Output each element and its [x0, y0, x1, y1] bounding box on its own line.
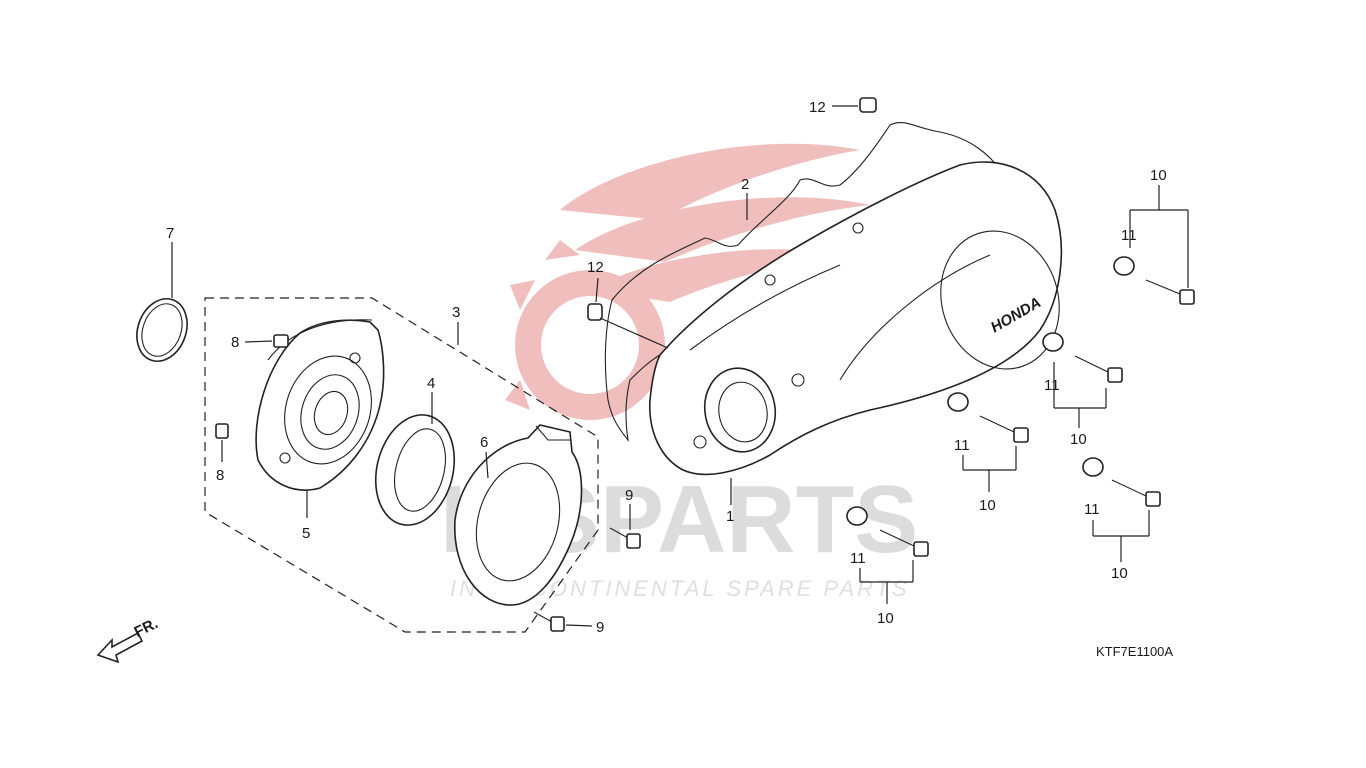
callout-labels: 7 8 8 5 4 3 6 9 9 12 2 12 1 10 11 11 10 …: [166, 99, 1167, 636]
callout-3: 3: [452, 304, 460, 321]
diagram-code: KTF7E1100A: [1096, 644, 1173, 659]
callout-11-d: 11: [1084, 501, 1100, 518]
leader-lines: [171, 105, 1189, 627]
bolt-group-b: [1042, 332, 1123, 383]
callout-11-b: 11: [1044, 377, 1060, 394]
callout-10-a: 10: [1150, 167, 1167, 184]
callout-4: 4: [427, 375, 435, 392]
part-4-seal: [374, 414, 456, 526]
part-12-dowel-top: [859, 97, 877, 113]
part-12-dowel-mid: [587, 303, 603, 321]
callout-9-lower: 9: [596, 619, 604, 636]
callout-11-a: 11: [1121, 227, 1137, 244]
part-7-o-ring: [136, 298, 188, 362]
callout-11-c: 11: [954, 437, 970, 454]
callout-12-mid: 12: [587, 259, 604, 276]
callout-10-b: 10: [1070, 431, 1087, 448]
bolt-group-a: [1113, 256, 1195, 305]
callout-10-c: 10: [979, 497, 996, 514]
callout-10-e: 10: [877, 610, 894, 627]
callout-11-e: 11: [850, 550, 866, 567]
part-6-cover-plate: [454, 424, 583, 606]
callout-8-upper: 8: [231, 334, 239, 351]
callout-12-top: 12: [809, 99, 826, 116]
assembly-box-3: [204, 297, 599, 633]
callout-6: 6: [480, 434, 488, 451]
callout-9-upper: 9: [625, 487, 633, 504]
front-direction-marker: FR.: [96, 615, 161, 664]
bolt-group-c: [947, 392, 1029, 443]
callout-1: 1: [726, 508, 734, 525]
callout-2: 2: [741, 176, 749, 193]
callout-7: 7: [166, 225, 174, 242]
part-5-inner-plate: [255, 319, 385, 491]
callout-5: 5: [302, 525, 310, 542]
bolt-group-d: [1082, 457, 1161, 507]
callout-10-d: 10: [1111, 565, 1128, 582]
part-1-crankcase-cover: HONDA: [649, 161, 1063, 476]
part-9-bolt-lower: [533, 611, 565, 632]
part-8-bolt-lower: [215, 423, 229, 439]
part-9-bolt-upper: [609, 527, 641, 549]
bolt-group-e: [846, 506, 929, 557]
callout-8-lower: 8: [216, 467, 224, 484]
part-8-bolt-upper: [273, 334, 289, 348]
